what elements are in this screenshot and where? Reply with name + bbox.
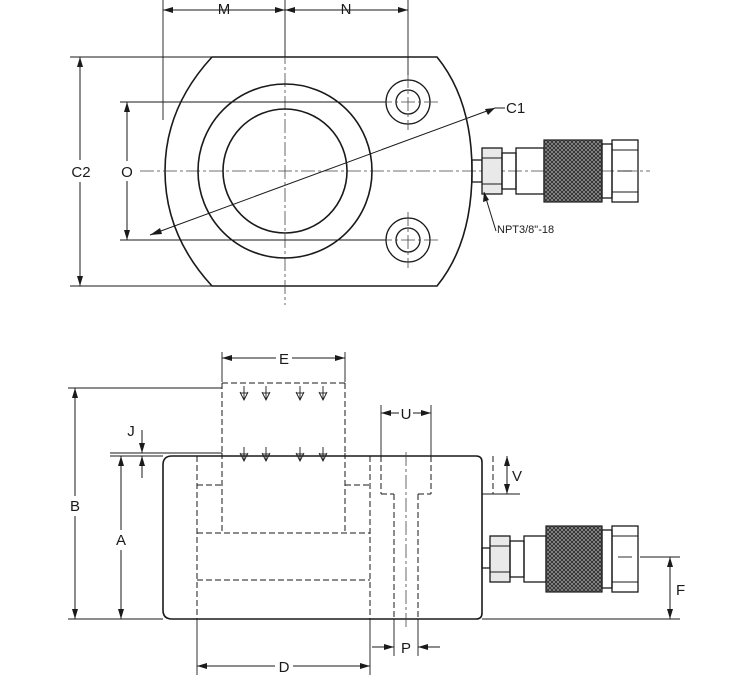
- dim-label-d: D: [279, 659, 290, 676]
- dim-label-b: B: [70, 498, 80, 515]
- thread-spec-note: NPT3/8"-18: [497, 224, 554, 236]
- side-view: E U B J A V: [66, 350, 685, 676]
- dim-label-a: A: [116, 532, 126, 549]
- top-piston: [222, 108, 348, 234]
- dim-label-f: F: [676, 582, 685, 599]
- dim-label-p: P: [401, 640, 411, 657]
- dim-label-c1: C1: [506, 100, 525, 117]
- dim-label-u: U: [401, 406, 412, 423]
- side-coupler-fitting: [481, 525, 639, 593]
- dim-label-c2: C2: [71, 164, 90, 181]
- mounting-hole-bottom: [378, 212, 438, 268]
- dim-label-m: M: [218, 1, 231, 18]
- dim-label-n: N: [341, 1, 352, 18]
- top-outer-ring: [197, 83, 373, 259]
- dim-label-j: J: [127, 423, 135, 440]
- top-coupler-fitting: [471, 139, 639, 203]
- dim-label-o: O: [121, 164, 133, 181]
- dim-label-v: V: [512, 468, 522, 485]
- piston-thread-marks: [239, 386, 328, 463]
- dim-label-e: E: [279, 351, 289, 368]
- mounting-hole-top: [378, 74, 438, 130]
- side-body-outline: [162, 455, 483, 620]
- top-view: M N C2 O C1: [66, 0, 650, 305]
- top-body-outline: [164, 56, 473, 287]
